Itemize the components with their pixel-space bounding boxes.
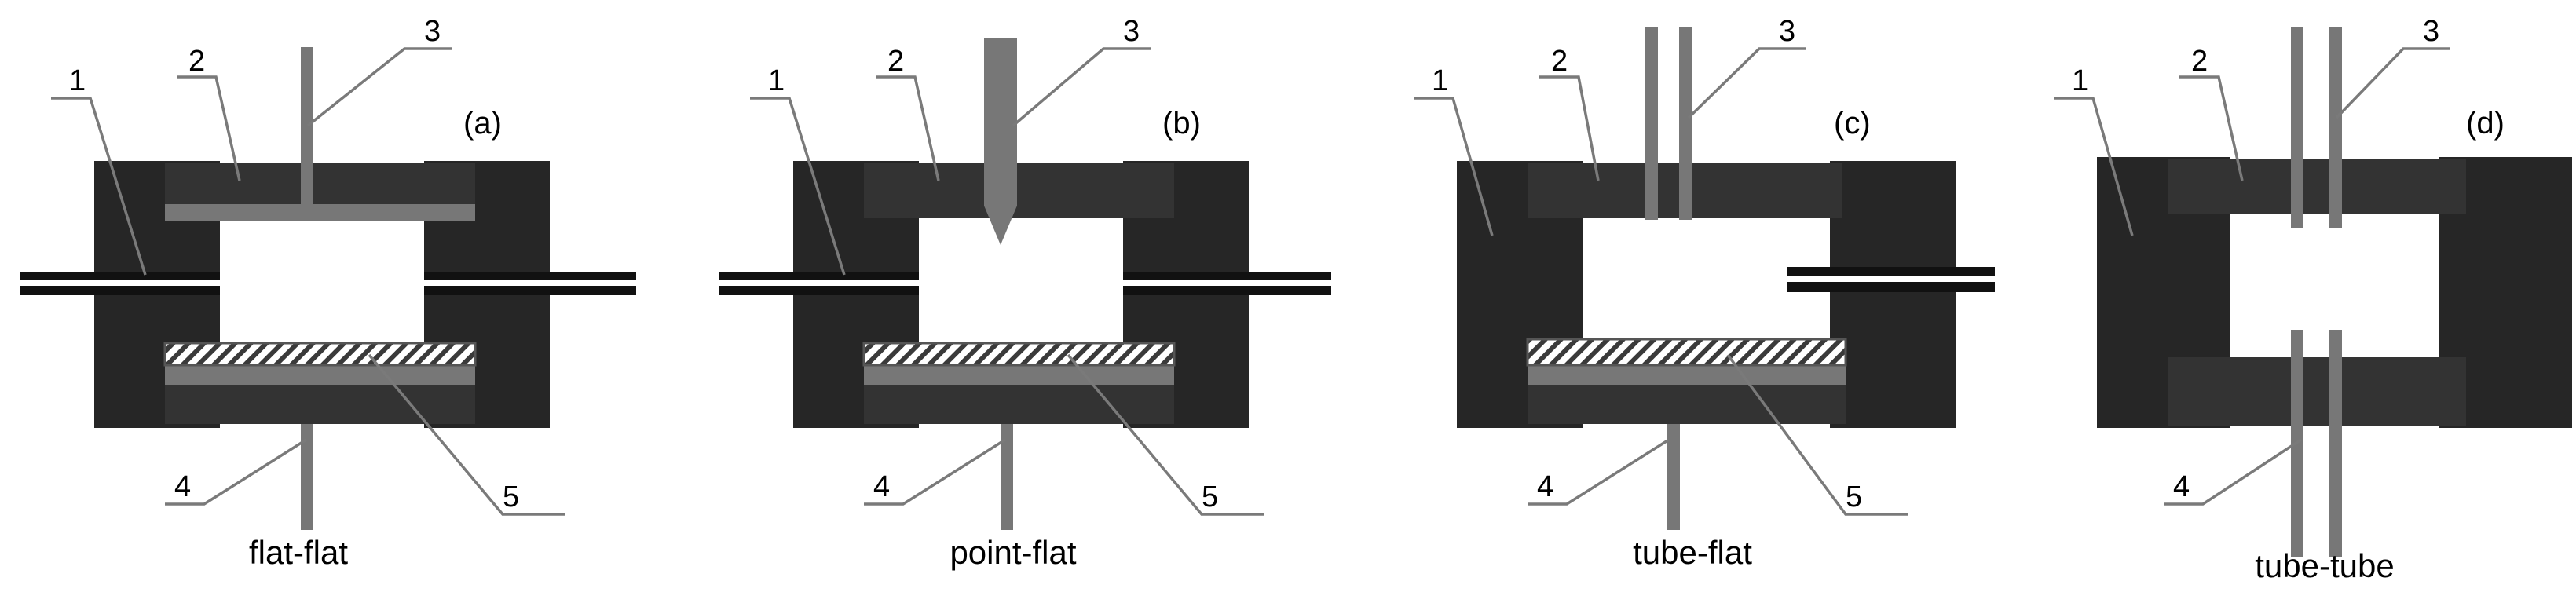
leader-2 (177, 75, 241, 181)
electrode-rod-4 (1667, 424, 1680, 530)
label-1: 1 (2072, 64, 2088, 97)
leader-1 (51, 97, 147, 276)
panel-tag: (b) (1162, 106, 1201, 141)
lower-plate (1528, 385, 1846, 424)
label-4: 4 (873, 470, 890, 503)
label-3: 3 (424, 15, 441, 48)
electrode-rod-4 (301, 424, 313, 530)
label-1: 1 (1432, 64, 1448, 97)
panel-caption: point-flat (950, 534, 1076, 571)
label-1: 1 (69, 64, 86, 97)
label-2: 2 (2191, 45, 2208, 78)
label-3: 3 (1779, 15, 1795, 48)
leader-1 (1414, 97, 1494, 236)
panel-caption: flat-flat (249, 534, 348, 571)
leader-3 (306, 47, 452, 127)
leader-4 (864, 438, 1006, 506)
panel-tag: (d) (2466, 106, 2505, 141)
lower-electrode-disk (165, 365, 475, 385)
label-1: 1 (768, 64, 785, 97)
leader-3 (2335, 47, 2450, 119)
panel-a: 1 2 3 4 5 (a) flat-flat (20, 15, 636, 571)
wire-left-gap (719, 280, 919, 286)
label-5: 5 (1846, 481, 1862, 513)
wire-right-gap (1787, 276, 1995, 282)
dielectric-layer-5 (1526, 338, 1847, 367)
leader-4 (2164, 438, 2302, 506)
leader-5 (1726, 353, 1908, 516)
lower-plate (2168, 357, 2466, 426)
tube-electrode-4-right (2329, 330, 2342, 557)
lower-electrode-disk (864, 365, 1174, 385)
panel-b: 1 2 3 4 5 (b) point-flat (719, 15, 1331, 571)
leader-1 (2054, 97, 2134, 236)
wire-left-gap (20, 280, 220, 286)
wire-right-gap (424, 280, 636, 286)
point-electrode-3 (984, 38, 1017, 245)
lower-plate (165, 385, 475, 424)
label-4: 4 (2173, 470, 2190, 503)
leader-2 (2179, 75, 2244, 181)
lower-electrode-disk (1528, 365, 1846, 385)
upper-plate (2168, 159, 2466, 214)
leader-5 (368, 353, 565, 516)
dielectric-layer-5 (862, 342, 1176, 367)
label-2: 2 (887, 45, 904, 78)
panel-caption: tube-tube (2255, 547, 2394, 584)
leader-4 (165, 438, 307, 506)
leader-4 (1528, 438, 1670, 506)
label-3: 3 (2423, 15, 2439, 48)
leader-3 (1012, 47, 1151, 127)
wire-right-gap (1123, 280, 1331, 286)
leader-3 (1687, 47, 1806, 119)
leader-1 (750, 97, 846, 276)
tube-electrode-3-left (2291, 27, 2303, 228)
upper-electrode-disk (165, 204, 475, 221)
label-2: 2 (188, 45, 205, 78)
leader-5 (1067, 353, 1264, 516)
panel-tag: (a) (463, 106, 502, 141)
electrode-rod-4 (1001, 424, 1013, 530)
label-5: 5 (1202, 481, 1218, 513)
label-3: 3 (1123, 15, 1140, 48)
label-4: 4 (174, 470, 191, 503)
label-4: 4 (1537, 470, 1553, 503)
tube-electrode-3-right (1679, 27, 1692, 220)
label-2: 2 (1551, 45, 1568, 78)
panel-caption: tube-flat (1633, 534, 1752, 571)
leader-2 (876, 75, 940, 181)
panel-d: 1 2 3 4 (d) tube-tube (2054, 15, 2572, 584)
panel-tag: (c) (1834, 106, 1871, 141)
panel-c: 1 2 3 4 5 (c) tube-flat (1414, 15, 1995, 571)
electrode-rod-3 (301, 47, 313, 204)
housing-right (1830, 161, 1956, 428)
tube-electrode-3-right (2329, 27, 2342, 228)
upper-plate (165, 163, 475, 204)
label-5: 5 (503, 481, 519, 513)
tube-electrode-3-left (1645, 27, 1658, 220)
lower-plate (864, 385, 1174, 424)
leader-2 (1539, 75, 1600, 181)
dielectric-layer-5 (163, 342, 477, 367)
upper-plate (864, 163, 1174, 218)
